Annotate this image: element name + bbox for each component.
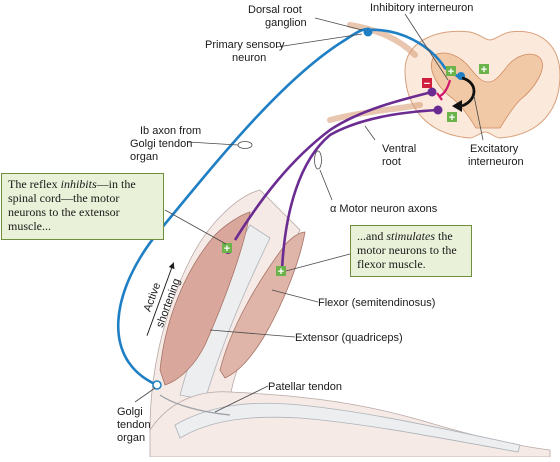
- leader-lines: [134, 13, 484, 413]
- leader-dorsal-root: [314, 17, 363, 31]
- tibia: [174, 402, 521, 453]
- shortening-arrow-head: [168, 262, 175, 270]
- flexor-motor-neuron: [433, 105, 443, 115]
- label-inhibitory-interneuron: Inhibitory interneuron: [370, 2, 473, 14]
- label-root: root: [382, 156, 401, 168]
- leader-alpha-motor: [319, 169, 333, 201]
- leader-extensor: [209, 329, 296, 338]
- patellar-tendon: [159, 394, 231, 416]
- label-patellar: Patellar tendon: [268, 381, 342, 393]
- dorsal-root-ganglion-cell: [363, 27, 373, 37]
- plus-badge-2-text: +: [481, 64, 487, 76]
- ventral-root: [327, 102, 423, 123]
- plus-badge-3: [447, 112, 457, 122]
- inhibitory-interneuron: [439, 79, 452, 97]
- plus-badge-1: [446, 66, 456, 76]
- plus-badge-1-text: +: [448, 66, 454, 78]
- plus-badge-5: [276, 266, 286, 276]
- label-golgi-organ: organ: [117, 432, 145, 444]
- plus-badge-4: [222, 243, 232, 253]
- extensor-motor-neuron: [427, 87, 437, 97]
- label-ganglion: ganglion: [265, 17, 307, 29]
- leader-primary-sensory: [276, 33, 363, 48]
- leader-patellar: [214, 385, 269, 413]
- label-excitatory-interneuron: interneuron: [468, 156, 524, 168]
- leg: [149, 189, 551, 458]
- stimulate-callout-pre: ...and: [357, 229, 387, 243]
- leader-inhibit-callout: [164, 209, 227, 245]
- motor-axon-marker: [314, 150, 322, 170]
- plus-badge-2: [479, 64, 489, 74]
- ib-axon-marker: [237, 141, 253, 149]
- leader-golgi: [134, 387, 156, 403]
- inhibit-callout-emphasis: inhibits: [60, 177, 97, 191]
- leader-stim-callout: [285, 253, 351, 272]
- dorsal-root: [347, 22, 418, 58]
- stimulate-callout-emphasis: stimulates: [386, 229, 435, 243]
- sensory-central-branch: [367, 28, 461, 80]
- inhibit-callout: The reflex inhibits—in the spinal cord—t…: [1, 173, 164, 240]
- golgi-tendon-organ: [152, 380, 162, 390]
- inhibit-callout-pre: The reflex: [8, 177, 61, 191]
- inhibitory-synapse-bar: [436, 92, 443, 101]
- inhibit-callout-post: —in the spinal cord—the motor neurons to…: [8, 177, 136, 233]
- label-dorsal-root: Dorsal root: [248, 4, 302, 16]
- flexor-motor-axon: [280, 108, 439, 271]
- plus-badge-4-text: +: [224, 243, 230, 255]
- stimulate-callout-post: the motor neurons to the flexor muscle.: [357, 229, 457, 271]
- label-flexor: Flexor (semitendinosus): [318, 297, 435, 309]
- leader-flexor: [271, 289, 319, 303]
- shortening-arrow-line: [146, 262, 175, 336]
- label-tendon: tendon: [117, 419, 151, 431]
- label-primary-sensory: Primary sensory: [205, 39, 285, 51]
- excitatory-interneuron: [461, 76, 476, 108]
- stimulate-callout: ...and stimulates the motor neurons to t…: [350, 225, 472, 277]
- label-golgi: Golgi: [117, 406, 143, 418]
- minus-badge: [422, 78, 432, 88]
- label-ib-axon: Ib axon from: [140, 125, 201, 137]
- label-alpha-motor: α Motor neuron axons: [330, 203, 438, 215]
- leader-ventral-root: [364, 125, 376, 141]
- spinal-cord: [327, 22, 560, 139]
- label-excitatory: Excitatory: [470, 143, 519, 155]
- leader-inhibitory: [404, 13, 449, 81]
- label-ib-golgi: Golgi tendon: [130, 138, 192, 150]
- labels: Dorsal root ganglion Inhibitory interneu…: [117, 2, 524, 444]
- plus-badge-3-text: +: [449, 112, 455, 124]
- label-ventral: Ventral: [382, 143, 416, 155]
- excitatory-synapse-arrow: [452, 100, 462, 112]
- badges: + + − + + +: [222, 64, 489, 278]
- extensor-muscle: [159, 211, 251, 386]
- label-neuron: neuron: [232, 52, 266, 64]
- label-ib-organ: organ: [130, 151, 158, 163]
- extensor-motor-axon: [233, 90, 433, 241]
- leader-ib-axon: [187, 141, 239, 146]
- minus-badge-text: −: [424, 78, 430, 90]
- label-extensor: Extensor (quadriceps): [295, 332, 403, 344]
- leader-excitatory: [473, 95, 484, 141]
- plus-badge-5-text: +: [278, 266, 284, 278]
